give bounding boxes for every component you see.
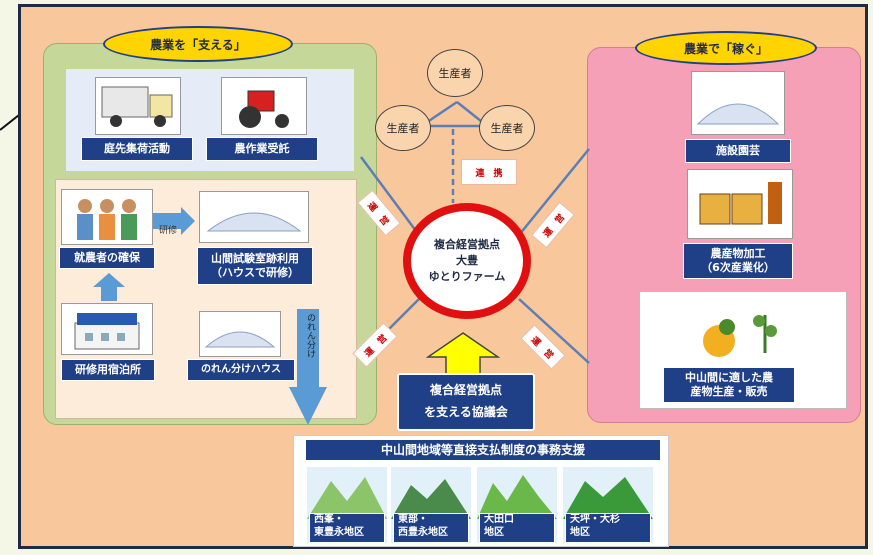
label-lodging: 研修用宿泊所 xyxy=(61,359,155,381)
district-line2: 地区 xyxy=(570,526,590,538)
producer-node-right: 生産者 xyxy=(479,105,535,151)
hub-circle: 複合経営拠点 大豊 ゆとりファーム xyxy=(403,203,531,319)
district-line1: 天坪・大杉 xyxy=(570,514,620,525)
producer-node-top: 生産者 xyxy=(427,49,483,97)
diagram-canvas: 農業を「支える」 庭先集荷活動 農作業受託 就農者の確保 研修 山間試験室跡利用… xyxy=(18,4,868,549)
council-line2: を支える協議会 xyxy=(424,405,508,419)
greenhouse-image xyxy=(691,71,785,135)
up-arrow xyxy=(93,273,125,301)
truck-image xyxy=(95,77,181,135)
training-arrow-label: 研修 xyxy=(159,226,178,236)
tractor-image xyxy=(221,77,307,135)
council-arrow xyxy=(426,332,500,378)
district-label: 東部・ 西豊永地区 xyxy=(393,513,469,543)
mountain-icon xyxy=(391,479,471,519)
hub-name-line1: 大豊 xyxy=(456,254,478,268)
district-card: 大田口 地区 xyxy=(477,467,557,543)
mountain-icon xyxy=(307,477,387,519)
left-panel-title: 農業を「支える」 xyxy=(103,26,293,62)
district-label: 大田口 地区 xyxy=(479,513,555,543)
district-line1: 西峯・ xyxy=(314,514,344,525)
district-card: 東部・ 西豊永地区 xyxy=(391,467,471,543)
label-greenhouse: 施設園芸 xyxy=(685,139,791,163)
noren-split-arrow-body xyxy=(297,309,319,389)
label-lab-use-line1: 山間試験室跡利用 xyxy=(211,252,299,266)
noren-split-label: のれん分け xyxy=(305,313,315,358)
label-produce-line2: 産物生産・販売 xyxy=(690,385,768,398)
council-box: 複合経営拠点 を支える協議会 xyxy=(397,373,535,431)
district-line2: 地区 xyxy=(484,526,504,538)
district-line2: 東豊永地区 xyxy=(314,526,364,538)
citrus-image xyxy=(703,315,777,357)
label-lab-use: 山間試験室跡利用 （ハウスで研修） xyxy=(197,247,313,285)
label-farm-work: 農作業受託 xyxy=(206,137,318,161)
right-panel-title: 農業で「稼ぐ」 xyxy=(635,31,817,65)
label-produce-line1: 中山間に適した農 xyxy=(685,371,773,385)
district-line1: 東部・ xyxy=(398,514,428,525)
label-lab-use-line2: （ハウスで研修） xyxy=(211,266,299,279)
cooperation-label: 連 携 xyxy=(461,159,517,185)
district-line1: 大田口 xyxy=(484,514,514,525)
council-line1: 複合経営拠点 xyxy=(429,383,502,398)
processed-products-image xyxy=(687,169,793,239)
training-arrow xyxy=(153,207,195,235)
support-title: 中山間地域等直接支払制度の事務支援 xyxy=(305,439,661,461)
farmers-image xyxy=(61,189,153,245)
lodging-image xyxy=(61,303,153,355)
label-processing: 農産物加工 （6次産業化） xyxy=(683,243,793,279)
noren-house-image xyxy=(199,311,281,357)
noren-split-arrow-head xyxy=(289,387,327,425)
district-label: 天坪・大杉 地区 xyxy=(565,513,651,543)
label-processing-line1: 農産物加工 xyxy=(710,247,766,261)
producer-node-left: 生産者 xyxy=(375,105,431,151)
district-card: 西峯・ 東豊永地区 xyxy=(307,467,387,543)
district-line2: 西豊永地区 xyxy=(398,526,448,538)
district-card: 天坪・大杉 地区 xyxy=(563,467,653,543)
mountain-icon xyxy=(563,477,653,519)
hub-title: 複合経営拠点 xyxy=(434,238,500,252)
label-noren-house: のれん分けハウス xyxy=(187,359,295,381)
hub-name-line2: ゆとりファーム xyxy=(428,269,506,283)
label-collection: 庭先集荷活動 xyxy=(81,137,193,161)
label-produce: 中山間に適した農 産物生産・販売 xyxy=(663,367,795,403)
lab-greenhouse-image xyxy=(199,191,309,243)
district-label: 西峯・ 東豊永地区 xyxy=(309,513,385,543)
label-newcomer: 就農者の確保 xyxy=(59,247,155,269)
label-processing-line2: （6次産業化） xyxy=(701,261,775,274)
mountain-icon xyxy=(477,475,557,519)
